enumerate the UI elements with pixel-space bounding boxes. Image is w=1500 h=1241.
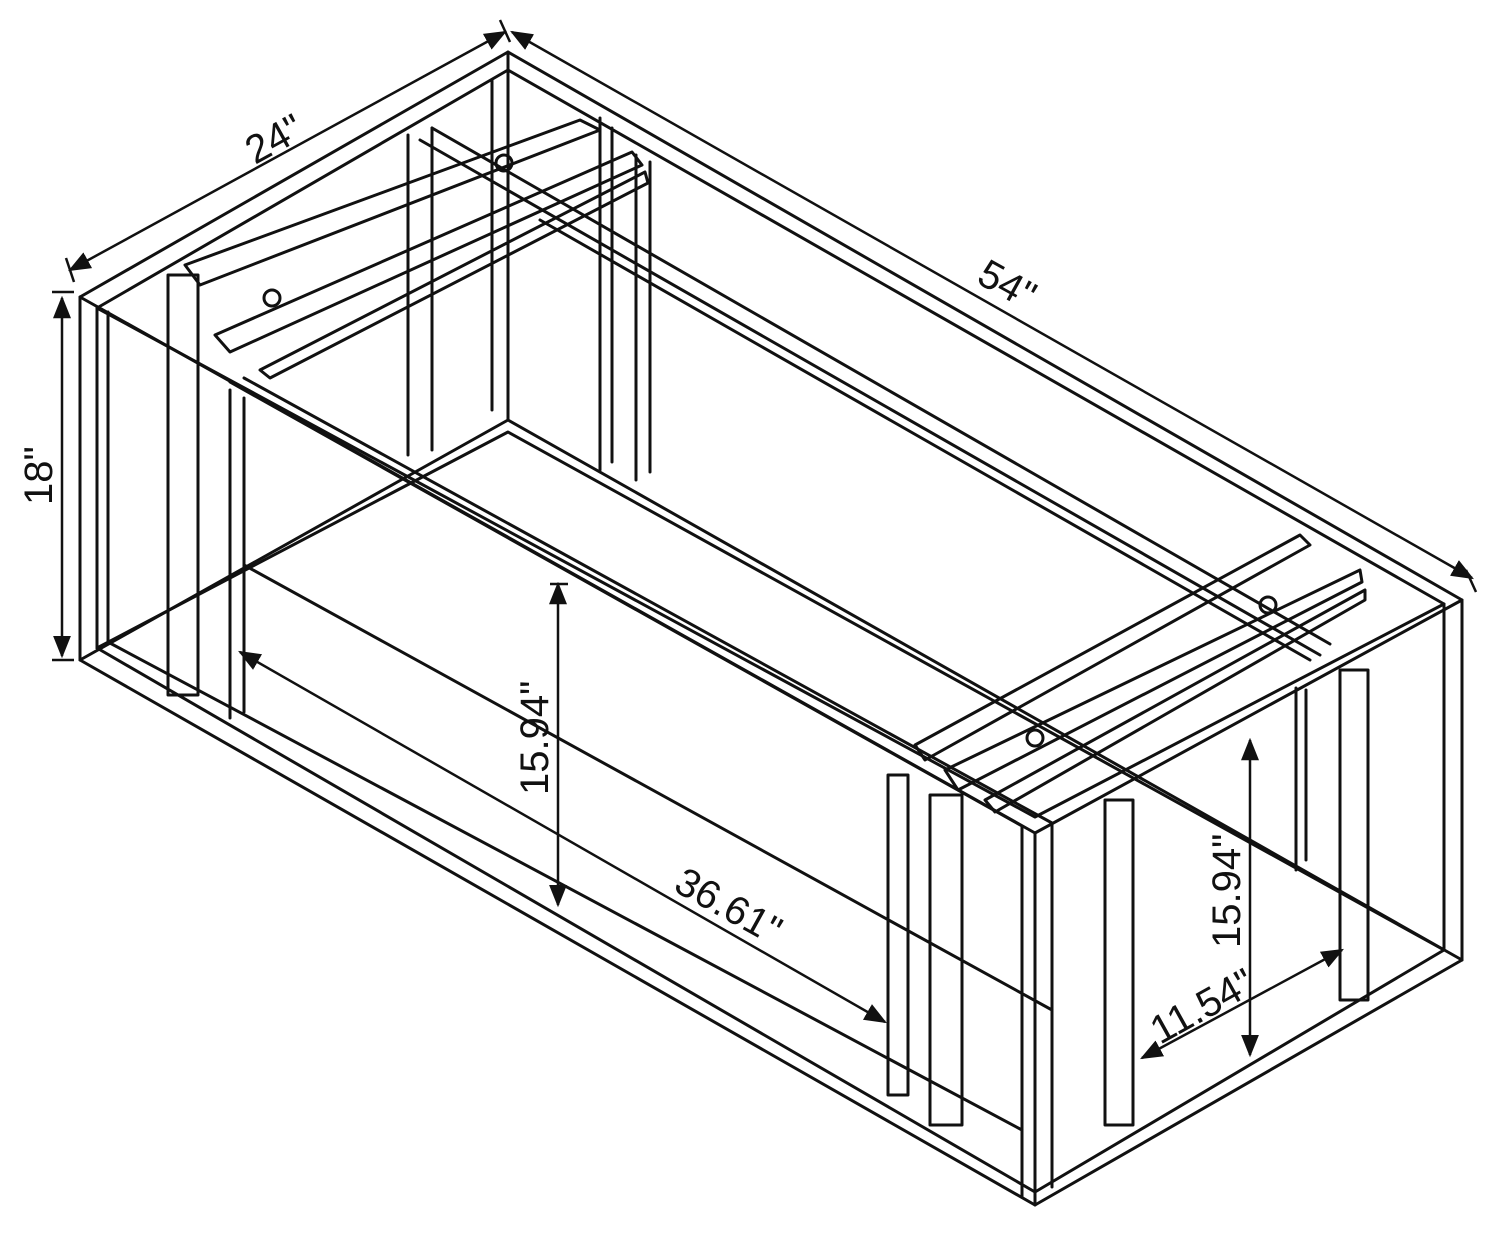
crossbar-right-3	[983, 588, 1367, 814]
long-rail-4	[430, 126, 1332, 646]
long-rail-1	[228, 380, 1024, 828]
bottom-rail-2	[242, 563, 1054, 1012]
dimension-lines	[52, 19, 1478, 1060]
dim-inner-length-line	[238, 650, 887, 1024]
label-inner-length: 36.61"	[668, 859, 789, 953]
label-inner-height-side: 15.94"	[1205, 834, 1249, 948]
label-length: 54"	[971, 251, 1044, 318]
label-inner-depth: 11.54"	[1143, 960, 1262, 1052]
label-depth: 24"	[238, 106, 311, 173]
right-slat-2	[928, 793, 964, 1127]
dim-depth-line	[68, 30, 507, 272]
table-frame	[78, 50, 1464, 1207]
bottom-rail-1	[106, 640, 1024, 1132]
top-frame-outer	[78, 50, 1464, 835]
dim-length-line	[510, 30, 1474, 580]
top-frame-inner	[95, 68, 1446, 819]
bottom-frame-outer	[78, 418, 1464, 1207]
crossbar-right-2	[943, 568, 1364, 792]
bottom-frame-inner	[95, 430, 1446, 1194]
dim-length-tick-2	[1464, 569, 1478, 593]
label-inner-height-front: 15.94"	[513, 681, 557, 795]
right-slat-4	[1338, 668, 1370, 1002]
crossbar-right-1	[913, 533, 1312, 762]
dim-inner-depth-line	[1140, 948, 1344, 1060]
crossbar-left-3	[258, 170, 650, 380]
right-slat-3	[1103, 798, 1135, 1127]
right-slat-1	[886, 773, 910, 1097]
bolt-3	[1258, 595, 1278, 615]
bolt-4	[1025, 728, 1045, 748]
label-height: 18"	[17, 446, 61, 505]
dim-depth-tick-1	[64, 257, 76, 283]
bolt-2	[262, 288, 282, 308]
left-slat-1	[166, 273, 200, 697]
dim-depth-tick-2	[498, 19, 512, 43]
